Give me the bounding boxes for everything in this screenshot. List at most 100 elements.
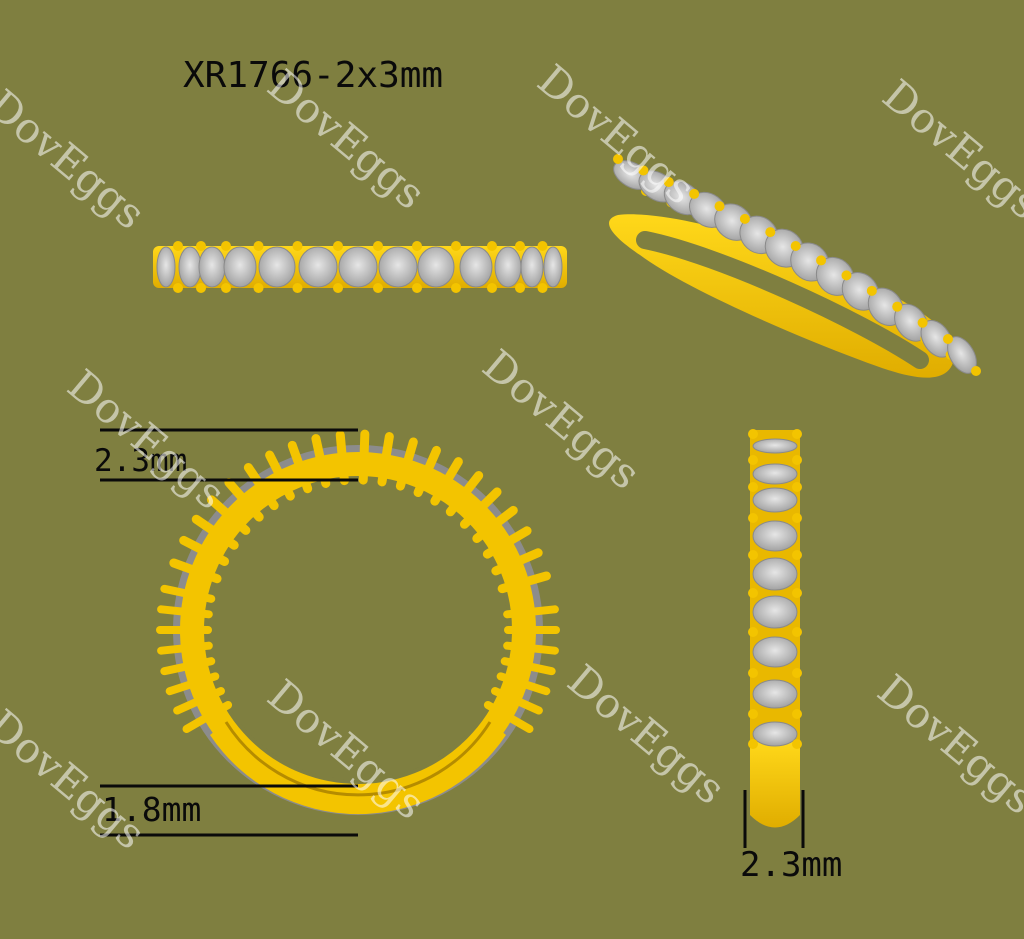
front-view-prong bbox=[413, 445, 441, 498]
side-view-stone bbox=[752, 487, 798, 513]
side-view-stone bbox=[752, 595, 798, 629]
front-view-inner-hole bbox=[208, 480, 508, 780]
front-view-prongs bbox=[156, 429, 560, 733]
dim-side-width-label: 2.3mm bbox=[740, 845, 843, 885]
perspective-view-prong bbox=[739, 213, 750, 224]
front-view-prong bbox=[169, 558, 222, 584]
top-view-prong bbox=[253, 283, 264, 293]
top-view-prong bbox=[221, 241, 231, 251]
front-view-prong bbox=[157, 641, 213, 655]
dim-band-width-label: 1.8mm bbox=[102, 790, 202, 829]
top-view-prong bbox=[292, 241, 303, 251]
front-view-prong bbox=[503, 605, 559, 619]
side-view-prong bbox=[748, 739, 758, 749]
side-view-prong bbox=[792, 482, 802, 492]
side-view-stone bbox=[752, 520, 798, 552]
front-view-prong bbox=[395, 437, 418, 491]
front-view-ring bbox=[156, 429, 560, 815]
perspective-view-prong bbox=[971, 366, 981, 376]
dimension-lines bbox=[100, 428, 805, 848]
top-view-prong bbox=[515, 283, 525, 293]
top-view-stone bbox=[417, 246, 455, 288]
top-view-prong bbox=[173, 283, 183, 293]
top-view-prong bbox=[333, 241, 343, 251]
front-view-prong bbox=[483, 701, 534, 733]
front-view-prong bbox=[497, 571, 551, 594]
perspective-view-prong bbox=[790, 240, 801, 251]
perspective-view-prong bbox=[689, 188, 700, 199]
top-view-prong bbox=[537, 283, 548, 293]
front-view-prong bbox=[358, 429, 370, 485]
front-view-prong bbox=[179, 535, 230, 566]
front-view-prong bbox=[206, 495, 251, 535]
top-view-stones bbox=[156, 241, 563, 293]
perspective-view-prong bbox=[892, 301, 903, 312]
top-view-prong bbox=[221, 283, 231, 293]
front-view-prong bbox=[191, 514, 239, 550]
perspective-view-stones bbox=[613, 154, 981, 376]
side-view-prong bbox=[792, 588, 802, 598]
top-view-prong bbox=[292, 283, 303, 293]
front-view-prong bbox=[496, 672, 551, 696]
side-view-prong bbox=[748, 455, 758, 465]
side-view-prong bbox=[792, 550, 802, 560]
top-view-prong bbox=[487, 283, 497, 293]
front-view-prong bbox=[472, 505, 518, 543]
top-view-prong bbox=[451, 241, 461, 251]
side-view-prong bbox=[748, 429, 758, 439]
front-view-prong bbox=[500, 657, 556, 676]
top-view-stone bbox=[258, 246, 296, 288]
top-view-prong bbox=[253, 241, 264, 251]
top-view-prong bbox=[173, 241, 183, 251]
front-view-shank bbox=[210, 722, 506, 815]
side-view-prong bbox=[748, 513, 758, 523]
front-view-prong bbox=[482, 526, 532, 559]
top-view-stone bbox=[156, 246, 176, 288]
top-view-ring bbox=[153, 241, 567, 293]
side-view-stones bbox=[748, 429, 802, 749]
side-view-prong bbox=[748, 709, 758, 719]
perspective-view-prong bbox=[765, 227, 776, 238]
top-view-stone bbox=[338, 246, 378, 288]
side-view-stone bbox=[752, 679, 798, 709]
side-view-prong bbox=[792, 513, 802, 523]
top-view-stone bbox=[520, 246, 544, 288]
front-view-prong bbox=[491, 548, 543, 576]
front-view-prong bbox=[311, 434, 331, 488]
model-title: XR1766-2x3mm bbox=[183, 55, 444, 96]
side-view-ring bbox=[748, 429, 802, 828]
perspective-view-prong bbox=[613, 154, 623, 164]
side-view-prong bbox=[748, 588, 758, 598]
top-view-prong bbox=[333, 283, 343, 293]
perspective-view-prong bbox=[638, 165, 649, 176]
top-view-prong bbox=[451, 283, 461, 293]
dim-top-height-label: 2.3mm bbox=[94, 443, 188, 479]
perspective-view-prong bbox=[917, 317, 928, 328]
side-view-prong bbox=[748, 668, 758, 678]
perspective-view-inner bbox=[636, 231, 929, 369]
front-view-prong bbox=[335, 430, 349, 486]
top-view-prong bbox=[196, 283, 206, 293]
side-view-prong bbox=[792, 627, 802, 637]
side-view-prong bbox=[792, 739, 802, 749]
top-view-prong bbox=[196, 241, 206, 251]
perspective-view-prong bbox=[816, 255, 827, 266]
top-view-stone bbox=[378, 246, 418, 288]
front-view-prong bbox=[265, 450, 295, 501]
side-view-stone bbox=[752, 557, 798, 591]
perspective-view-prong bbox=[866, 285, 877, 296]
front-view-prong bbox=[165, 672, 220, 696]
perspective-view-prong bbox=[714, 201, 725, 212]
side-view-stone bbox=[752, 721, 798, 747]
front-view-prong bbox=[182, 701, 233, 733]
top-view-stone bbox=[198, 246, 226, 288]
top-view-prong bbox=[373, 241, 383, 251]
top-view-stone bbox=[178, 246, 202, 288]
front-view-prong bbox=[430, 457, 463, 506]
top-view-stone bbox=[298, 246, 338, 288]
top-view-stone bbox=[459, 246, 493, 288]
front-view-prong bbox=[377, 432, 394, 487]
top-view-prong bbox=[412, 241, 422, 251]
perspective-view-prong bbox=[943, 334, 953, 344]
